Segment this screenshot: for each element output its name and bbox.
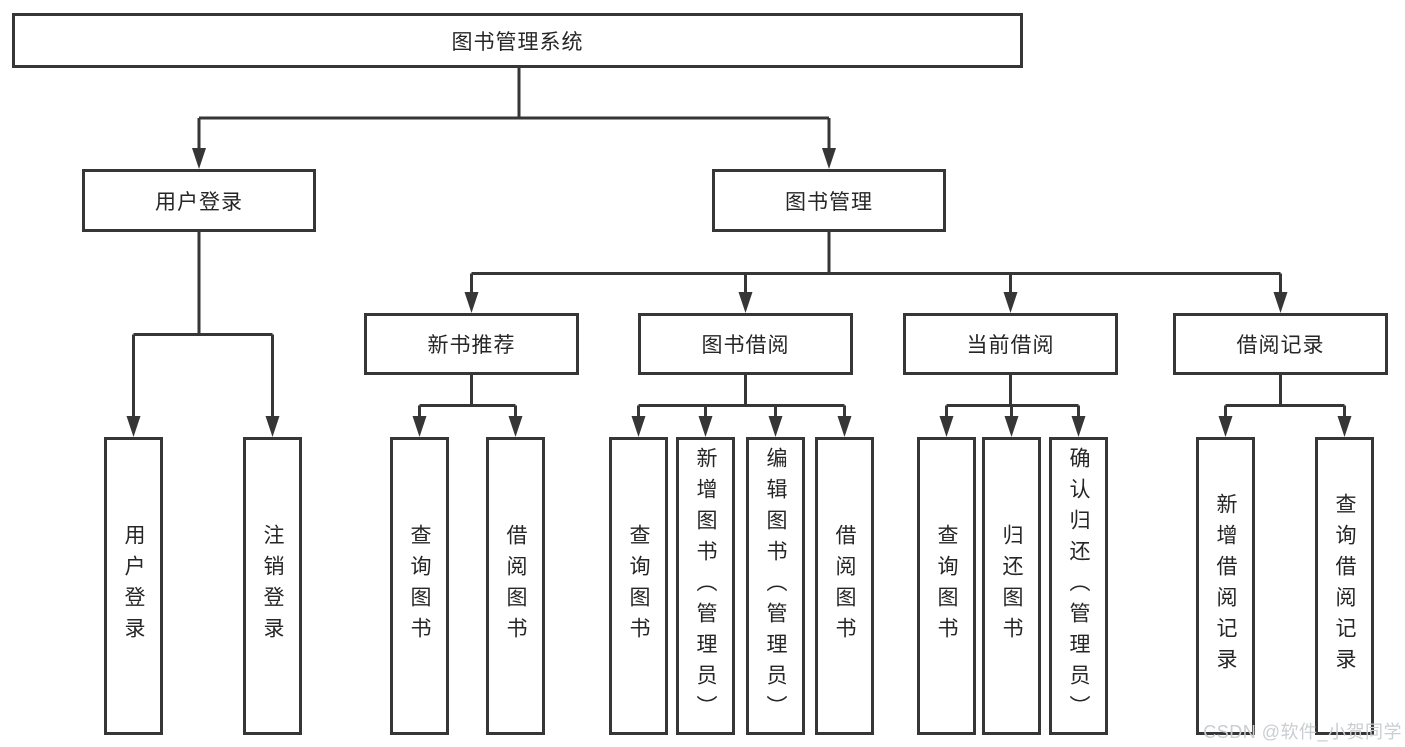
arrow-down-icon xyxy=(1218,416,1233,437)
leaf-user-login: 用户登录 xyxy=(104,437,163,735)
arrow-down-icon xyxy=(738,292,753,313)
leaf-return-book: 归还图书 xyxy=(982,437,1041,735)
node-label: 查询图书 xyxy=(408,524,431,648)
leaf-add-book-admin: 新增图书（管理员） xyxy=(676,437,735,735)
node-label: 查询图书 xyxy=(935,524,958,648)
node-label: 当前借阅 xyxy=(966,334,1055,357)
node-label: 借阅记录 xyxy=(1236,334,1325,357)
node-current-borrowing: 当前借阅 xyxy=(903,313,1118,375)
leaf-query-books-borrowing: 查询图书 xyxy=(609,437,668,735)
leaf-edit-book-admin: 编辑图书（管理员） xyxy=(746,437,805,735)
leaf-confirm-return-admin: 确认归还（管理员） xyxy=(1049,437,1108,735)
arrow-down-icon xyxy=(464,292,479,313)
arrow-down-icon xyxy=(1004,416,1019,437)
node-new-book-recommend: 新书推荐 xyxy=(364,313,579,375)
leaf-borrow-books-borrowing: 借阅图书 xyxy=(815,437,874,735)
arrow-down-icon xyxy=(1071,416,1086,437)
arrow-down-icon xyxy=(939,416,954,437)
node-label: 借阅图书 xyxy=(833,524,856,648)
arrow-down-icon xyxy=(508,416,523,437)
arrow-heads xyxy=(126,148,1352,437)
node-book-borrowing: 图书借阅 xyxy=(638,313,853,375)
leaf-borrow-books-recommend: 借阅图书 xyxy=(486,437,545,735)
connector-lines xyxy=(132,68,1346,418)
watermark-text: CSDN @软件_小贺同学 xyxy=(1203,722,1402,742)
arrow-down-icon xyxy=(837,416,852,437)
node-label: 图书管理系统 xyxy=(451,30,584,54)
arrow-down-icon xyxy=(1003,292,1018,313)
leaf-query-books-recommend: 查询图书 xyxy=(390,437,449,735)
arrow-down-icon xyxy=(822,148,836,169)
node-root: 图书管理系统 xyxy=(12,13,1023,68)
leaf-query-books-current: 查询图书 xyxy=(917,437,976,735)
arrow-down-icon xyxy=(768,416,783,437)
arrow-down-icon xyxy=(265,416,280,437)
leaf-add-borrow-record: 新增借阅记录 xyxy=(1196,437,1255,735)
node-book-management: 图书管理 xyxy=(712,169,946,232)
node-label: 新增图书（管理员） xyxy=(694,446,717,726)
node-label: 借阅图书 xyxy=(504,524,527,648)
leaf-logout: 注销登录 xyxy=(243,437,302,735)
node-label: 图书借阅 xyxy=(701,334,790,357)
arrow-down-icon xyxy=(1273,292,1288,313)
leaf-query-borrow-record: 查询借阅记录 xyxy=(1315,437,1374,735)
node-user-login: 用户登录 xyxy=(82,169,316,232)
node-label: 归还图书 xyxy=(1000,524,1023,648)
node-label: 图书管理 xyxy=(785,190,873,214)
node-label: 用户登录 xyxy=(155,190,243,214)
node-label: 注销登录 xyxy=(261,524,284,648)
node-label: 编辑图书（管理员） xyxy=(764,446,787,726)
node-borrowing-records: 借阅记录 xyxy=(1173,313,1388,375)
arrow-down-icon xyxy=(698,416,713,437)
arrow-down-icon xyxy=(192,148,206,169)
node-label: 用户登录 xyxy=(122,524,145,648)
node-label: 查询借阅记录 xyxy=(1333,493,1356,679)
arrow-down-icon xyxy=(412,416,427,437)
arrow-down-icon xyxy=(631,416,646,437)
node-label: 新增借阅记录 xyxy=(1214,493,1237,679)
arrow-down-icon xyxy=(126,416,141,437)
arrow-down-icon xyxy=(1337,416,1352,437)
node-label: 新书推荐 xyxy=(427,334,516,357)
node-label: 确认归还（管理员） xyxy=(1067,446,1090,726)
node-label: 查询图书 xyxy=(627,524,650,648)
